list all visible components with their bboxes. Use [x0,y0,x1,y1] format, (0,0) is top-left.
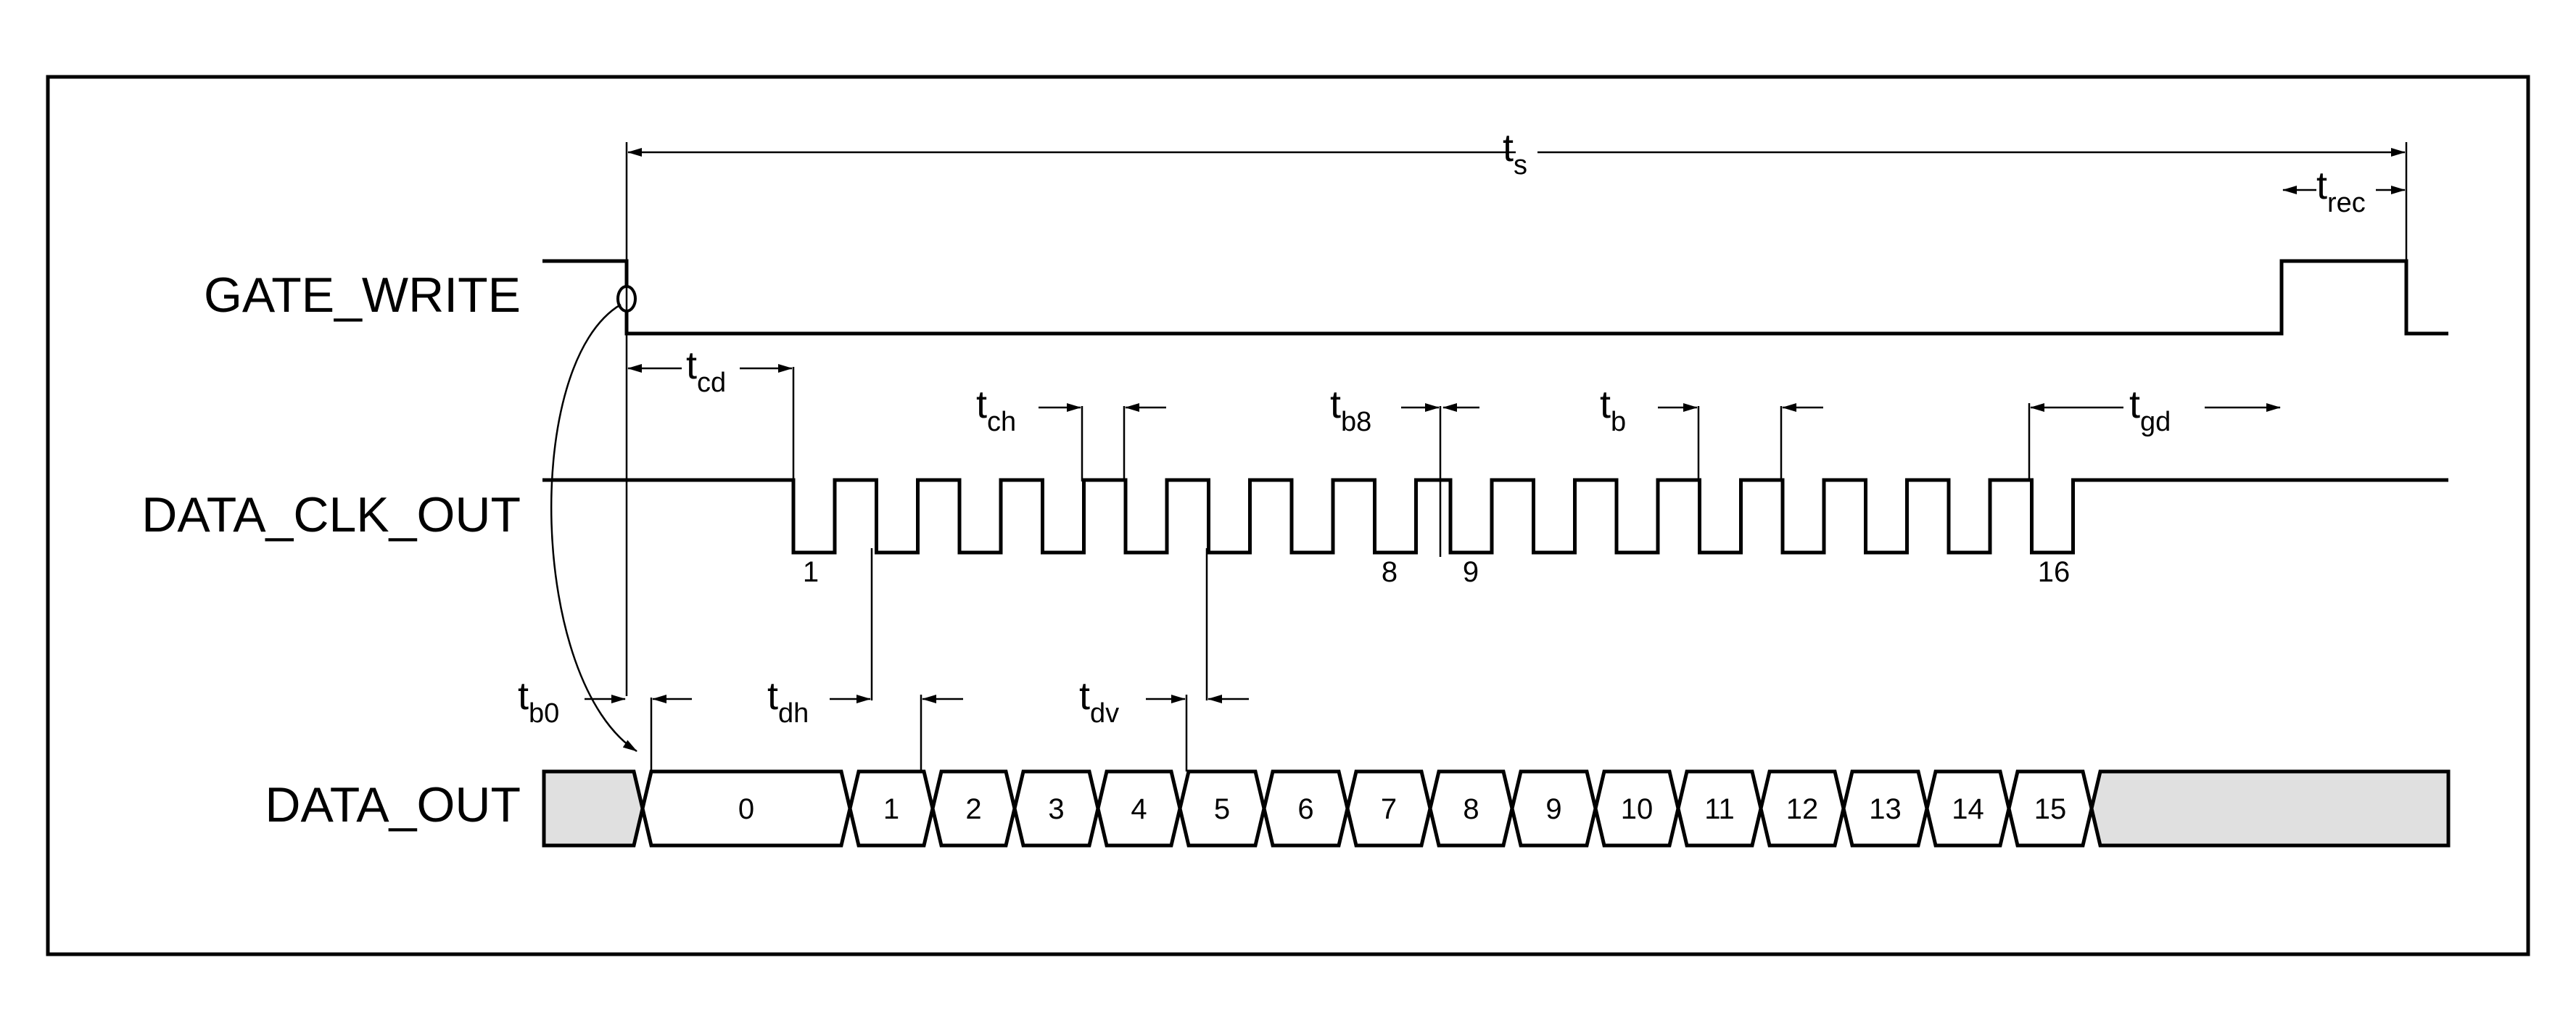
clk-edge-label-1: 1 [803,556,819,588]
tch-label: tch [976,383,1016,437]
tb0-causality-curve [550,303,637,753]
data-bit-label-6: 6 [1297,793,1313,825]
data-clk-out-label: DATA_CLK_OUT [141,487,521,542]
tdv-label: tdv [1079,674,1119,729]
data-out-idle-before [542,769,645,848]
diagram-frame [46,75,2530,956]
data-bit-label-14: 14 [1952,793,1984,825]
data-bit-label-12: 12 [1786,793,1819,825]
tgd-label: tgd [2129,383,2171,437]
data-out-label: DATA_OUT [265,777,521,832]
tb-label: tb [1600,383,1626,437]
data-bit-label-3: 3 [1048,793,1064,825]
clk-edge-label-8: 8 [1382,556,1398,588]
data-out-idle-after [2089,769,2451,848]
data-bit-label-13: 13 [1869,793,1902,825]
data-bit-label-4: 4 [1131,793,1147,825]
data-bit-label-2: 2 [965,793,981,825]
tb0-label: tb0 [518,674,559,729]
gate-write-waveform [542,259,2448,336]
data-bit-label-15: 15 [2034,793,2067,825]
data-bit-label-9: 9 [1545,793,1561,825]
data-bit-label-0: 0 [738,793,754,825]
data-bit-label-7: 7 [1381,793,1397,825]
trec-label: trec [2316,164,2366,218]
data-bit-label-10: 10 [1621,793,1654,825]
data-bit-label-5: 5 [1214,793,1230,825]
tb8-label: tb8 [1330,383,1371,437]
data-bit-label-11: 11 [1704,793,1735,825]
clk-edge-label-9: 9 [1463,556,1479,588]
data-clk-out-waveform [542,478,2448,555]
clk-edge-label-16: 16 [2038,556,2071,588]
data-bit-label-1: 1 [883,793,899,825]
tdh-label: tdh [767,674,809,729]
data-bit-label-8: 8 [1463,793,1479,825]
ts-label: ts [1503,126,1527,181]
gate-write-label: GATE_WRITE [204,268,521,323]
tcd-label: tcd [686,344,726,398]
